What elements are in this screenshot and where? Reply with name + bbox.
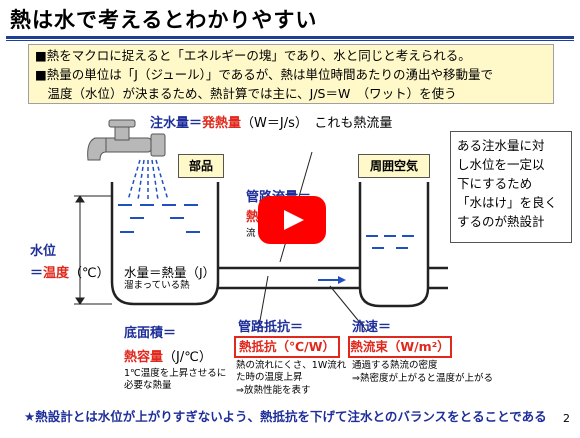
explanation-line-2: し水位を一定以 [457, 157, 545, 172]
inflow-label-part3: （W＝J/s） これも熱流量 [241, 116, 393, 131]
water-level-eq: ＝ [30, 266, 44, 281]
explanation-box: ある注水量に対 し水位を一定以 下にするため 「水はけ」を良く するのが熱設計 [450, 131, 572, 243]
thermal-resistance-note-1: 熱の流れにくさ、1W流れ [236, 360, 347, 371]
explanation-line-5: するのが熱設計 [457, 214, 545, 229]
water-level-label: 水位 [30, 244, 57, 259]
explanation-line-1: ある注水量に対 [457, 138, 545, 153]
pipe-resistance-label: 管路抵抗＝ [238, 320, 304, 335]
water-amount-label: 水量＝熱量（J） [124, 265, 216, 280]
pipe-flow-heat: 熱 [246, 210, 260, 225]
component-label: 部品 [178, 154, 224, 178]
title-rule-thin [6, 40, 574, 41]
heat-capacity-label: 熱容量 [124, 350, 164, 365]
heat-capacity-note-1: 1℃温度を上昇させるに [124, 368, 227, 379]
inflow-label: 注水量＝発熱量（W＝J/s） これも熱流量 [150, 112, 392, 131]
slide-title: 熱は水で考えるとわかりやすい [10, 8, 318, 32]
ambient-tank [358, 182, 430, 308]
heat-capacity-note-2: 必要な熱量 [124, 380, 172, 391]
bullet-box: ■熱をマクロに捉えると「エネルギーの塊」であり、水と同じと考えられる。 ■熱量の… [28, 44, 554, 104]
faucet-icon [87, 119, 166, 161]
explanation-line-3: 下にするため [457, 176, 533, 191]
water-amount-note: 溜まっている熱 [124, 280, 190, 291]
heat-flux-note-2: ⇒熱密度が上がると温度が上がる [352, 373, 493, 384]
water-level-temperature: 温度 [43, 266, 70, 281]
pipe-flow-note: 流 [246, 228, 256, 239]
play-icon [284, 210, 304, 230]
heat-flux-box: 熱流束（W/m²） [348, 336, 452, 358]
water-level-unit: （℃） [69, 266, 110, 281]
page-number: 2 [563, 412, 570, 425]
bottom-area-label: 底面積＝ [124, 326, 177, 341]
explanation-line-4: 「水はけ」を良く [457, 195, 558, 210]
footer-summary: ★熱設計とは水位が上がりすぎないよう、熱抵抗を下げて注水とのバランスをとることで… [24, 409, 547, 424]
thermal-resistance-note-2: た時の温度上昇 [236, 372, 303, 383]
inflow-label-part2: 発熱量 [202, 116, 242, 131]
heat-flux-note-1: 通過する熱流の密度 [352, 360, 438, 371]
inflow-label-part1: 注水量＝ [150, 116, 203, 131]
flow-arrow-icon [318, 276, 346, 284]
flow-speed-label: 流速＝ [352, 320, 392, 335]
bullet-2: ■熱量の単位は「J（ジュール）」であるが、熱は単位時間あたりの湧出や移動量で [35, 67, 493, 82]
thermal-resistance-note-3: ⇒放熱性能を表す [236, 385, 311, 396]
water-level-temp: ＝温度（℃） [30, 262, 110, 281]
thermal-resistance-box: 熱抵抗（℃/W） [234, 336, 340, 358]
title-rule [6, 36, 574, 39]
heat-capacity: 熱容量（J/℃） [124, 346, 212, 365]
heat-capacity-unit: （J/℃） [163, 350, 212, 365]
bullet-3: 温度（水位）が決まるため、熱計算では主に、J/S＝W （ワット）を使う [35, 86, 457, 101]
ambient-air-label: 周囲空気 [358, 154, 430, 178]
bullet-1: ■熱をマクロに捉えると「エネルギーの塊」であり、水と同じと考えられる。 [35, 48, 471, 63]
video-play-button[interactable] [258, 196, 326, 244]
component-tank [110, 182, 220, 306]
